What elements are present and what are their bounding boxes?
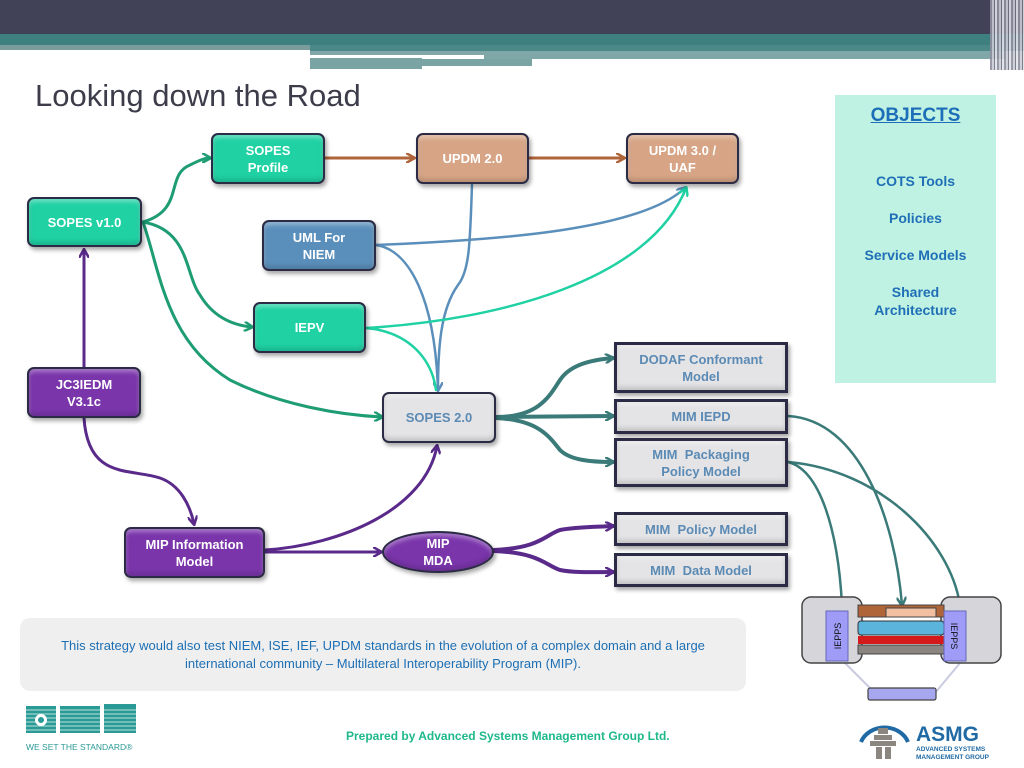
iepps-left-label: IEPPS	[833, 623, 843, 650]
asmg-wordmark: ASMG	[916, 723, 979, 746]
omg-logo: WE SET THE STANDARD®	[24, 704, 139, 752]
connector-line	[934, 662, 961, 694]
edge-packaging-to-ieps-left	[786, 460, 842, 605]
edge-mip-info-to-sopes2	[263, 446, 437, 552]
edge-sopes2-to-dodaf	[494, 358, 613, 419]
asmg-subtitle-1: ADVANCED SYSTEMS	[916, 746, 986, 753]
header-accent-strip	[0, 45, 310, 50]
iepps-left-label-box	[825, 610, 849, 662]
node-mip-mda[interactable]: MIP MDA	[382, 531, 494, 573]
node-jc3iedm[interactable]: JC3IEDM V3.1c	[27, 367, 141, 418]
prepared-by-text: Prepared by Advanced Systems Management …	[346, 729, 670, 743]
edge-sopes-v1-to-iepv	[141, 220, 252, 327]
strategy-note-text: This strategy would also test NIEM, ISE,…	[61, 637, 705, 671]
node-label: MIP Information Model	[145, 536, 244, 569]
edge-iepv-to-sopes2	[364, 326, 438, 392]
node-label: UML For NIEM	[292, 229, 346, 262]
node-mip-information-model[interactable]: MIP Information Model	[124, 527, 265, 578]
node-label: UPDM 3.0 / UAF	[648, 142, 717, 175]
edge-packaging-to-ieps-right	[786, 460, 960, 605]
header-stripes	[990, 0, 1024, 70]
iepps-right-label-box	[943, 610, 967, 662]
objects-item: COTS Tools	[875, 173, 956, 189]
asmg-arch-icon	[859, 725, 910, 743]
edge-jc3iedm-to-mip-info	[82, 416, 194, 524]
node-mim-packaging-policy-model[interactable]: MIM Packaging Policy Model	[614, 438, 788, 487]
header-accent-strip	[310, 58, 422, 69]
node-sopes-v1[interactable]: SOPES v1.0	[27, 197, 142, 247]
objects-panel: OBJECTS COTS Tools Policies Service Mode…	[835, 95, 996, 383]
node-iepv[interactable]: IEPV	[253, 302, 366, 353]
header-accent-strip	[484, 55, 1005, 59]
edge-sopes-v1-to-profile	[141, 158, 210, 224]
edge-sopes2-to-packaging	[494, 416, 613, 462]
iepps-right-label: IEPPS	[949, 623, 959, 650]
edge-uml-to-sopes2	[374, 243, 440, 392]
header-accent-line	[310, 55, 484, 58]
objects-heading: OBJECTS	[870, 105, 961, 126]
node-uml-for-niem[interactable]: UML For NIEM	[262, 220, 376, 271]
node-mim-data-model[interactable]: MIM Data Model	[614, 553, 788, 587]
node-label: SOPES v1.0	[47, 214, 122, 230]
header-bar	[0, 0, 1024, 34]
node-label: JC3IEDM V3.1c	[55, 376, 113, 409]
node-label: MIP MDA	[423, 536, 453, 568]
slide-title: Looking down the Road	[35, 78, 361, 113]
header-accent-band	[0, 34, 1024, 45]
edge-mda-to-policy	[492, 526, 613, 552]
asmg-subtitle-2: MANAGEMENT GROUP	[916, 754, 990, 761]
edge-sopes2-to-mim-iepd	[494, 416, 613, 417]
objects-item: Shared Architecture	[874, 284, 957, 318]
node-label: DODAF Conformant Model	[639, 351, 763, 384]
edge-iepv-to-updm3	[364, 188, 686, 330]
header-accent-strip	[422, 59, 532, 66]
inukshuk-icon	[870, 728, 896, 759]
node-label: UPDM 2.0	[442, 151, 503, 166]
ieps-integration-graphic: IEPPS IEPPS	[801, 596, 1002, 701]
node-sopes-2[interactable]: SOPES 2.0	[382, 392, 496, 443]
node-updm-3-uaf[interactable]: UPDM 3.0 / UAF	[626, 133, 739, 184]
bus-layer	[857, 620, 945, 636]
objects-item: Policies	[889, 210, 942, 226]
node-mim-policy-model[interactable]: MIM Policy Model	[614, 512, 788, 546]
node-sopes-profile[interactable]: SOPES Profile	[211, 133, 325, 184]
node-label: IEPV	[294, 320, 325, 335]
ieps-base-block	[867, 687, 937, 701]
node-label: MIM Data Model	[650, 562, 752, 578]
node-dodaf-conformant-model[interactable]: DODAF Conformant Model	[614, 342, 788, 393]
node-label: SOPES 2.0	[405, 410, 473, 425]
node-label: SOPES Profile	[245, 142, 291, 175]
node-updm-2[interactable]: UPDM 2.0	[416, 133, 529, 184]
edge-updm2-to-sopes2	[438, 183, 474, 390]
omg-tagline: WE SET THE STANDARD®	[26, 742, 133, 752]
edge-sopes-v1-to-sopes2	[141, 220, 382, 417]
edge-mim-iepd-to-ieps-bus	[786, 414, 902, 605]
header-accent-strip	[310, 51, 1005, 55]
node-label: MIM Policy Model	[645, 521, 757, 537]
edge-mda-to-data	[492, 549, 613, 572]
header-accent-strip	[310, 45, 1024, 51]
strategy-note: This strategy would also test NIEM, ISE,…	[20, 618, 746, 691]
objects-item: Service Models	[864, 247, 967, 263]
bus-layer	[858, 636, 944, 644]
node-label: MIM IEPD	[671, 409, 731, 424]
node-label: MIM Packaging Policy Model	[652, 446, 754, 479]
node-mim-iepd[interactable]: MIM IEPD	[614, 399, 788, 434]
edge-uml-to-updm3	[374, 188, 685, 247]
bus-layer	[857, 644, 945, 655]
bus-layer	[885, 607, 937, 618]
asmg-logo: ASMG ADVANCED SYSTEMS MANAGEMENT GROUP	[859, 723, 990, 761]
